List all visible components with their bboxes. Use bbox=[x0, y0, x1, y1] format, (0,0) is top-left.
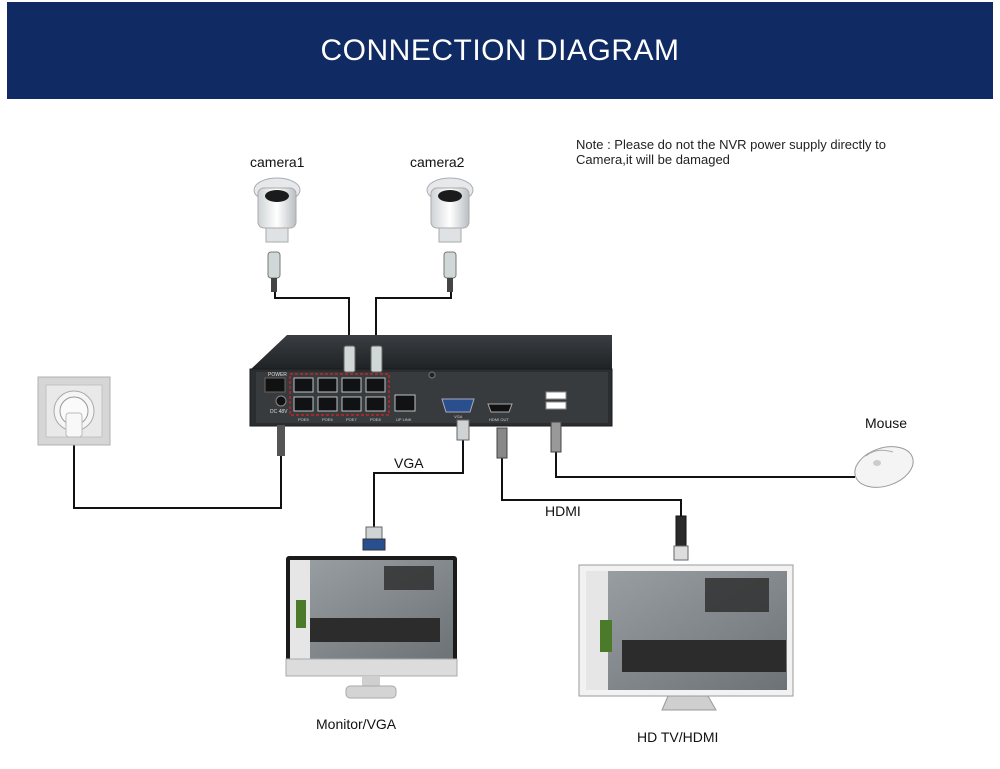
vga-cable-label: VGA bbox=[394, 455, 424, 471]
wires bbox=[73, 290, 855, 527]
camera2-icon bbox=[426, 177, 474, 292]
nvr-power-label: POWER bbox=[268, 372, 287, 378]
hdmi-port-label: HDMI OUT bbox=[489, 417, 509, 422]
mouse-label: Mouse bbox=[865, 415, 908, 431]
poe-port-label-8: POE8 bbox=[370, 417, 381, 422]
camera1-icon bbox=[253, 177, 301, 292]
hdtv-icon bbox=[578, 564, 794, 711]
hdmi-plug-icon bbox=[673, 515, 689, 561]
page-title: CONNECTION DIAGRAM bbox=[320, 33, 680, 67]
hdtv-label: HD TV/HDMI bbox=[637, 729, 719, 745]
camera1-label: camera1 bbox=[250, 154, 305, 170]
mouse-wire bbox=[555, 452, 855, 478]
warning-note: Note : Please do not the NVR power suppl… bbox=[576, 137, 886, 167]
vga-plug-icon bbox=[362, 526, 386, 551]
monitor-label: Monitor/VGA bbox=[316, 716, 397, 732]
poe-port-label-5: POE5 bbox=[298, 417, 309, 422]
hdmi-wire bbox=[501, 458, 682, 516]
monitor-icon bbox=[285, 556, 458, 699]
hdmi-cable-label: HDMI bbox=[545, 503, 581, 519]
vga-wire bbox=[373, 440, 464, 527]
mouse-icon bbox=[854, 446, 914, 488]
uplink-label: UP LINK bbox=[396, 417, 412, 422]
camera2-label: camera2 bbox=[410, 154, 465, 170]
note-line-2: Camera,it will be damaged bbox=[576, 152, 730, 167]
note-line-1: Note : Please do not the NVR power suppl… bbox=[576, 137, 886, 152]
power-socket-icon bbox=[37, 376, 111, 446]
power-wire bbox=[73, 440, 282, 509]
camera2-wire bbox=[375, 290, 452, 345]
nvr-device: POWER DC 48V POE5 POE6 POE7 POE8 UP LINK… bbox=[249, 335, 613, 459]
header-banner: CONNECTION DIAGRAM bbox=[7, 2, 993, 99]
poe-port-label-7: POE7 bbox=[346, 417, 357, 422]
camera1-wire bbox=[274, 292, 350, 345]
poe-port-label-6: POE6 bbox=[322, 417, 333, 422]
nvr-dc-label: DC 48V bbox=[270, 409, 288, 415]
vga-port-label: VGA bbox=[454, 414, 463, 419]
